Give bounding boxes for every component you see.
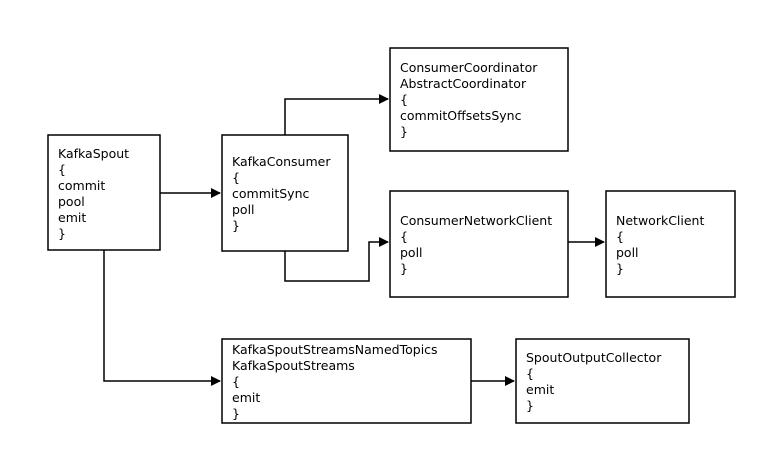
- node-line: ConsumerNetworkClient: [400, 213, 552, 228]
- node-line: KafkaSpoutStreams: [232, 358, 355, 373]
- node-line: {: [232, 170, 240, 185]
- edge-kafka-consumer-to-consumer-network-client: [284, 237, 389, 282]
- node-line: }: [232, 218, 240, 233]
- node-line: commit: [58, 178, 105, 193]
- node-line: poll: [232, 202, 255, 217]
- node-line: emit: [58, 210, 86, 225]
- node-line: {: [526, 366, 534, 381]
- node-line: AbstractCoordinator: [400, 76, 527, 91]
- node-line: {: [400, 229, 408, 244]
- node-spout-output-collector: SpoutOutputCollector { emit }: [515, 338, 690, 424]
- svg-text:KafkaSpout { commi: KafkaSpout { commit pool emit }: [58, 146, 133, 241]
- node-line: }: [232, 406, 240, 421]
- node-line: KafkaSpout: [58, 146, 129, 161]
- node-line: {: [400, 92, 408, 107]
- svg-text:ConsumerCoordinator Abst: ConsumerCoordinator AbstractCoordinator …: [400, 60, 541, 139]
- node-line: SpoutOutputCollector: [526, 350, 662, 365]
- svg-text:KafkaSpoutStreamsNamedTopics: KafkaSpoutStreamsNamedTopics KafkaSpoutS…: [232, 342, 442, 421]
- node-line: KafkaSpoutStreamsNamedTopics: [232, 342, 438, 357]
- node-consumer-coordinator: ConsumerCoordinator AbstractCoordinator …: [389, 47, 569, 152]
- edge-kafka-spout-to-kafka-spout-streams: [103, 250, 221, 386]
- node-kafka-spout-streams: KafkaSpoutStreamsNamedTopics KafkaSpoutS…: [221, 338, 472, 424]
- node-line: emit: [232, 390, 260, 405]
- node-consumer-network-client: ConsumerNetworkClient { poll }: [389, 190, 569, 298]
- svg-text:KafkaConsumer { co: KafkaConsumer { commitSync poll }: [232, 154, 334, 233]
- edge-kafka-consumer-to-consumer-coordinator: [284, 94, 389, 135]
- node-line: commitSync: [232, 186, 310, 201]
- node-line: poll: [616, 245, 639, 260]
- svg-text:SpoutOutputCollector {: SpoutOutputCollector { emit }: [526, 350, 665, 413]
- node-line: KafkaConsumer: [232, 154, 331, 169]
- node-line: }: [526, 398, 534, 413]
- node-line: poll: [400, 245, 423, 260]
- node-kafka-consumer: KafkaConsumer { commitSync poll }: [221, 134, 349, 252]
- node-kafka-spout: KafkaSpout { commit pool emit }: [47, 134, 161, 251]
- node-line: NetworkClient: [616, 213, 704, 228]
- node-line: ConsumerCoordinator: [400, 60, 538, 75]
- edges: [103, 94, 605, 386]
- node-line: {: [58, 162, 66, 177]
- svg-text:ConsumerNetworkClient {: ConsumerNetworkClient { poll }: [400, 213, 556, 276]
- node-line: }: [400, 124, 408, 139]
- node-line: pool: [58, 194, 85, 209]
- svg-text:NetworkClient { po: NetworkClient { poll }: [616, 213, 708, 276]
- node-line: emit: [526, 382, 554, 397]
- node-line: }: [58, 226, 66, 241]
- node-line: commitOffsetsSync: [400, 108, 522, 123]
- node-line: {: [616, 229, 624, 244]
- node-network-client: NetworkClient { poll }: [605, 190, 736, 298]
- node-line: {: [232, 374, 240, 389]
- node-line: }: [400, 261, 408, 276]
- node-line: }: [616, 261, 624, 276]
